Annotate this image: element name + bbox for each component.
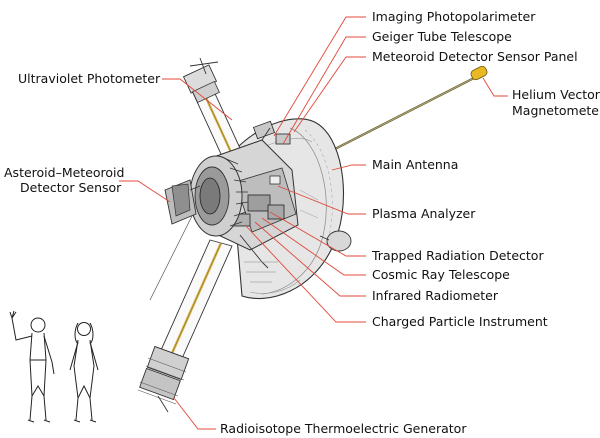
medium-gain-antenna (319, 230, 352, 252)
labels: Imaging Photopolarimeter Geiger Tube Tel… (4, 9, 600, 436)
leader-lines (119, 16, 508, 430)
female-figure (69, 322, 99, 423)
thermal-louvres (189, 155, 249, 237)
label-trapped-radiation-detector: Trapped Radiation Detector (371, 248, 544, 263)
label-asteroid-meteoroid-line2: Detector Sensor (20, 180, 122, 195)
label-geiger-tube-telescope: Geiger Tube Telescope (372, 29, 512, 44)
male-figure (9, 310, 55, 423)
label-meteoroid-detector-sensor-panel: Meteoroid Detector Sensor Panel (372, 49, 578, 64)
label-helium-vector-magnetometer-line1: Helium Vector (512, 87, 600, 102)
label-helium-vector-magnetometer-line2: Magnetometer (512, 103, 600, 118)
radioisotope-thermoelectric-generator (137, 345, 190, 413)
lower-rtg-truss (149, 199, 233, 373)
label-main-antenna: Main Antenna (372, 157, 458, 172)
label-asteroid-meteoroid-line1: Asteroid–Meteoroid (4, 165, 124, 180)
label-charged-particle-instrument: Charged Particle Instrument (372, 314, 548, 329)
helium-vector-magnetometer (470, 65, 488, 81)
label-ultraviolet-photometer: Ultraviolet Photometer (18, 71, 161, 86)
label-cosmic-ray-telescope: Cosmic Ray Telescope (372, 267, 510, 282)
label-infrared-radiometer: Infrared Radiometer (372, 288, 499, 303)
label-radioisotope-thermoelectric-generator: Radioisotope Thermoelectric Generator (220, 421, 467, 436)
meteoroid-detector-panels (244, 189, 319, 283)
asteroid-meteoroid-detector (164, 179, 201, 225)
spacecraft-illustration (137, 57, 488, 413)
label-plasma-analyzer: Plasma Analyzer (372, 206, 476, 221)
label-imaging-photopolarimeter: Imaging Photopolarimeter (372, 9, 536, 24)
human-figures (9, 310, 99, 423)
